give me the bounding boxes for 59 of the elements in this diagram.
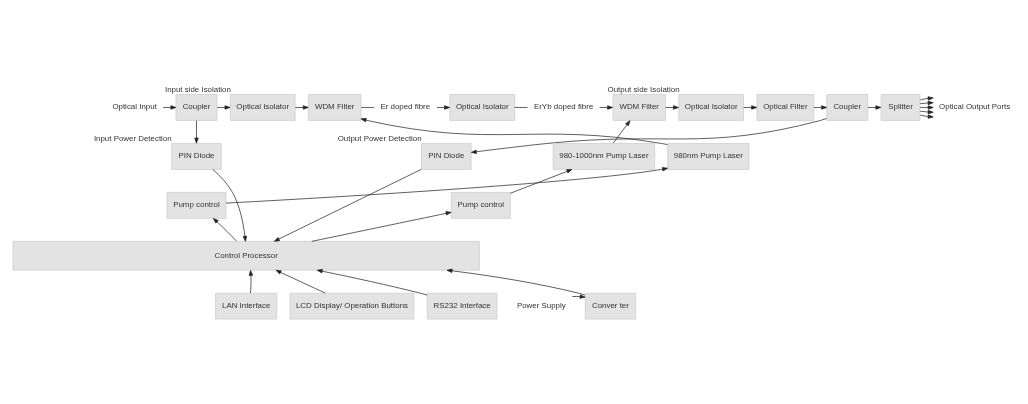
node-box: Optical Isolator (449, 93, 515, 121)
arrow (316, 268, 427, 295)
node-text: Power Supply (516, 300, 566, 310)
node-box: Coupler (175, 93, 217, 121)
arrow (310, 210, 451, 242)
node-label: Output Power Detection (337, 133, 422, 143)
node-label: Input side Isolation (164, 84, 231, 94)
arrow (273, 168, 422, 242)
node-box: Optical Isolator (229, 93, 295, 121)
arrow (919, 95, 934, 100)
connector (513, 106, 528, 108)
node-box: Splitter (880, 93, 920, 121)
arrow (612, 119, 630, 143)
arrow (813, 104, 827, 110)
arrow (742, 104, 757, 110)
arrow (436, 104, 450, 110)
node-box: Optical Filter (756, 93, 814, 121)
arrow (216, 104, 230, 110)
node-box: Pump control (166, 191, 226, 219)
arrow (294, 104, 309, 110)
node-label: Input Power Detection (93, 133, 172, 143)
arrow (446, 268, 585, 295)
arrow (664, 104, 679, 110)
connector (360, 106, 374, 108)
node-box: 980-1000nm Pump Laser (552, 142, 655, 170)
arrow (275, 269, 326, 293)
arrow (919, 113, 934, 119)
node-label: Output side Isolation (606, 84, 680, 94)
arrow (470, 117, 827, 154)
node-box: Optical Isolator (677, 93, 744, 121)
arrow (571, 294, 585, 299)
arrow (919, 104, 934, 110)
node-box: Coupler (825, 93, 868, 121)
node-box: RS232 Interface (426, 292, 497, 319)
node-box: LCD Display/ Operation Buttons (289, 292, 414, 319)
node-box: 980nm Pump Laser (666, 142, 749, 170)
arrow (212, 217, 237, 241)
node-box: Pump control (450, 191, 511, 219)
node-box: LAN Interface (214, 292, 277, 319)
arrow (248, 269, 253, 293)
arrow (225, 166, 668, 203)
arrow (509, 168, 572, 194)
node-text: Optical Output Ports (938, 101, 1010, 111)
node-box: PIN Diode (170, 142, 222, 170)
arrow (919, 109, 934, 114)
node-box: WDM Filter (612, 93, 666, 121)
node-text: Optical Input (111, 101, 157, 111)
arrow (162, 104, 176, 110)
node-box: Conver ter (584, 292, 636, 319)
arrow (211, 168, 247, 242)
node-text: Er doped fibre (379, 101, 430, 111)
node-text: ErYb doped fibre (533, 101, 593, 111)
arrow (919, 100, 934, 105)
arrow (598, 104, 613, 110)
node-box: PIN Diode (420, 142, 471, 170)
arrow (193, 119, 199, 143)
node-box: WDM Filter (307, 93, 361, 121)
arrow (867, 104, 881, 110)
arrow (360, 117, 668, 145)
